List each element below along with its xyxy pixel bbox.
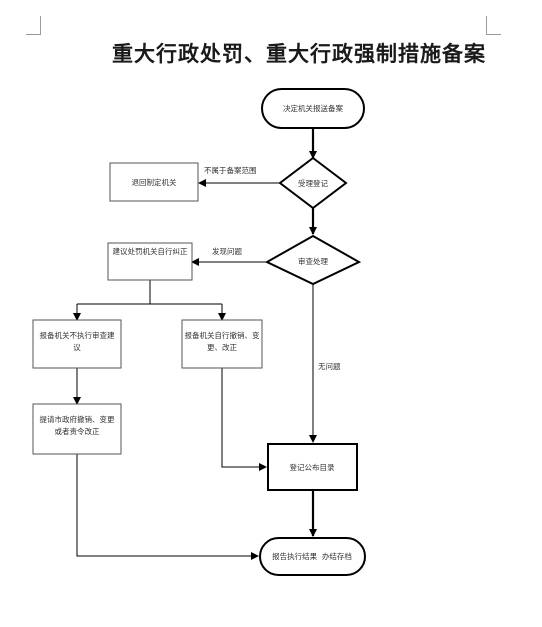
node-request-gov-label: 提请市政府撤销、变更或者责令改正 — [39, 415, 115, 436]
node-review: 审查处理 — [264, 234, 362, 286]
edge-label-no-problem: 无问题 — [318, 362, 341, 371]
edge-request-archive — [76, 454, 259, 560]
node-return-org-label: 退回制定机关 — [132, 177, 177, 187]
node-self-revoke-label: 报备机关自行撤销、变更、改正 — [184, 331, 260, 352]
edge-label-out-of-scope: 不属于备案范围 — [204, 165, 257, 175]
node-accept-label: 受理登记 — [298, 178, 328, 188]
node-self-correct: 建议处罚机关自行纠正 — [107, 242, 193, 281]
node-no-exec-review: 报备机关不执行审查建议 — [32, 319, 122, 369]
node-review-label: 审查处理 — [298, 256, 328, 266]
crop-mark-top-right — [486, 16, 501, 35]
node-return-org: 退回制定机关 — [109, 162, 199, 202]
edge-label-problem-found: 发现问题 — [212, 246, 242, 256]
node-self-correct-label: 建议处罚机关自行纠正 — [112, 247, 188, 256]
node-self-revoke: 报备机关自行撤销、变更、改正 — [181, 319, 263, 369]
edge-revoke-publish — [221, 368, 267, 471]
node-publish-label: 登记公布目录 — [290, 462, 335, 472]
node-start-label: 决定机关报送备案 — [283, 103, 343, 113]
node-request-gov: 提请市政府撤销、变更或者责令改正 — [32, 403, 122, 455]
node-start: 决定机关报送备案 — [261, 88, 365, 129]
node-no-exec-review-label: 报备机关不执行审查建议 — [39, 331, 115, 352]
node-publish: 登记公布目录 — [267, 443, 358, 491]
crop-mark-top-left — [26, 16, 41, 35]
node-archive: 报告执行结果 办结存档 — [259, 537, 366, 576]
node-accept: 受理登记 — [278, 156, 348, 210]
node-archive-label: 报告执行结果 办结存档 — [272, 551, 352, 561]
connectors — [73, 128, 317, 560]
page-title: 重大行政处罚、重大行政强制措施备案 — [112, 42, 486, 66]
